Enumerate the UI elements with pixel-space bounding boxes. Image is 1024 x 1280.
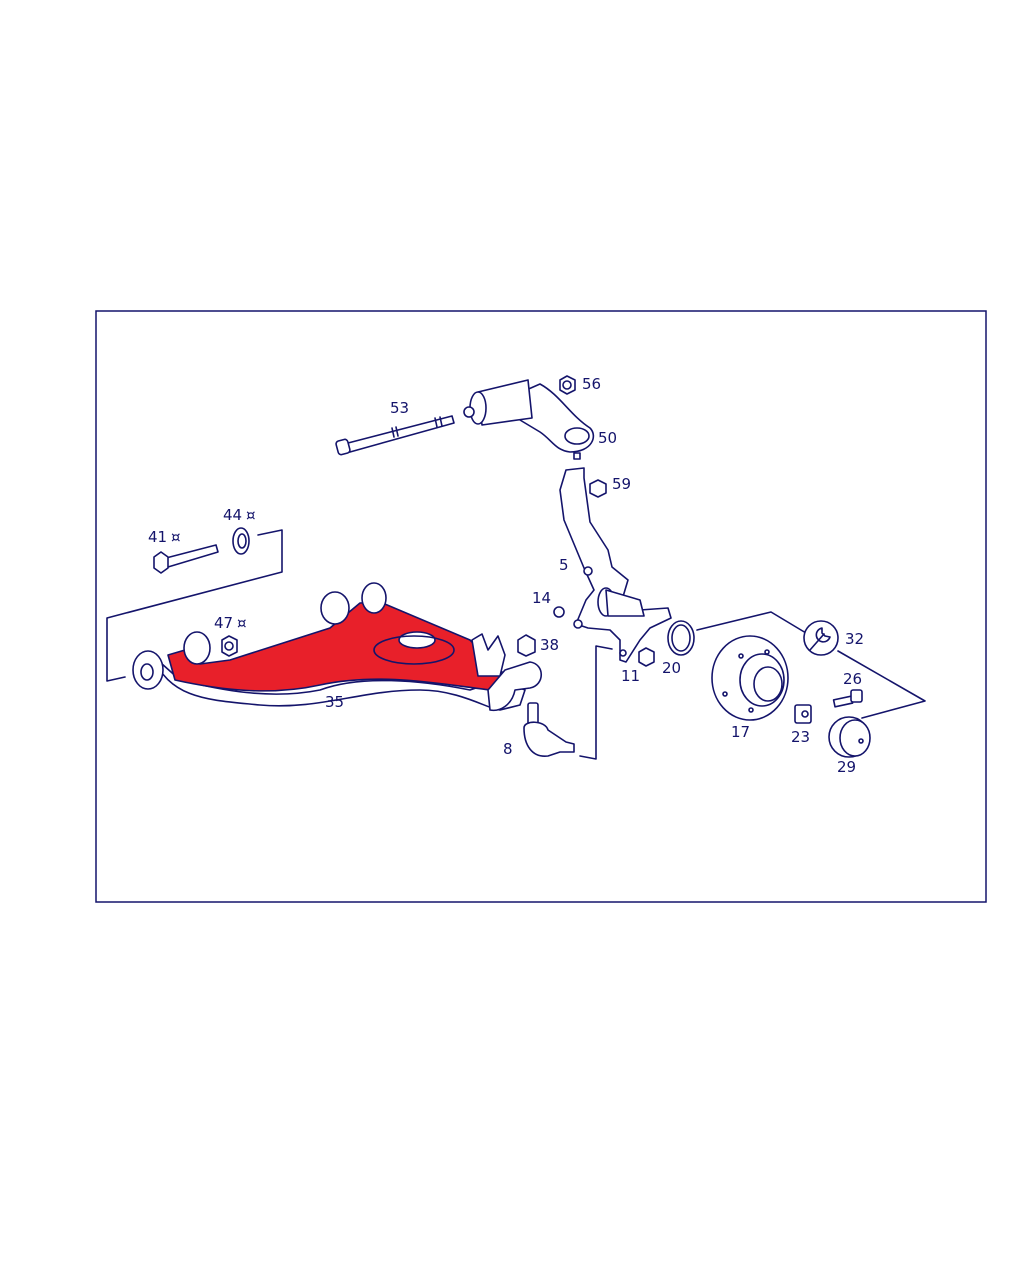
part-17-wheel-hub[interactable] (711, 635, 789, 721)
diagram-frame (95, 310, 987, 903)
label-23[interactable]: 23 (791, 728, 810, 746)
part-29-grease-cap[interactable] (828, 716, 871, 758)
label-50[interactable]: 50 (598, 429, 617, 447)
label-20[interactable]: 20 (662, 659, 681, 677)
label-56[interactable]: 56 (582, 375, 601, 393)
label-59[interactable]: 59 (612, 475, 631, 493)
part-20-seal-ring[interactable] (667, 620, 695, 656)
part-56-nut[interactable] (559, 375, 576, 395)
label-5[interactable]: 5 (559, 556, 569, 574)
part-8-ball-joint[interactable] (523, 702, 575, 757)
part-44-washer[interactable] (232, 527, 250, 555)
marker-41: ¤ (171, 528, 181, 546)
bracket-lines (106, 529, 926, 760)
label-26[interactable]: 26 (843, 670, 862, 688)
part-53-bolt[interactable] (335, 415, 455, 456)
part-32-wrench-symbol[interactable] (803, 620, 839, 656)
part-59-nut[interactable] (589, 479, 607, 498)
label-41[interactable]: 41 (148, 528, 167, 546)
part-47-nut[interactable] (221, 635, 238, 657)
part-41-bolt[interactable] (153, 544, 219, 574)
part-38-nut[interactable] (517, 634, 536, 657)
label-38[interactable]: 38 (540, 636, 559, 654)
part-5-steering-knuckle[interactable] (559, 467, 672, 663)
part-26-bolt[interactable] (832, 689, 863, 708)
label-53[interactable]: 53 (390, 399, 409, 417)
label-14[interactable]: 14 (532, 589, 551, 607)
label-17[interactable]: 17 (731, 723, 750, 741)
label-35[interactable]: 35 (325, 693, 344, 711)
part-11-nut[interactable] (638, 647, 655, 667)
part-35-lower-control-arm[interactable] (132, 582, 543, 712)
part-23-clamp-nut[interactable] (794, 704, 812, 724)
part-labels: 53 56 50 59 5 41 ¤ 44 ¤ 47 ¤ 14 38 35 8 … (148, 375, 864, 776)
marker-44: ¤ (246, 506, 256, 524)
label-29[interactable]: 29 (837, 758, 856, 776)
label-11[interactable]: 11 (621, 667, 640, 685)
label-32[interactable]: 32 (845, 630, 864, 648)
part-14-plug[interactable] (553, 606, 565, 618)
label-8[interactable]: 8 (503, 740, 513, 758)
part-50-upper-control-arm[interactable] (463, 379, 595, 460)
label-47[interactable]: 47 (214, 614, 233, 632)
marker-47: ¤ (237, 614, 247, 632)
label-44[interactable]: 44 (223, 506, 242, 524)
